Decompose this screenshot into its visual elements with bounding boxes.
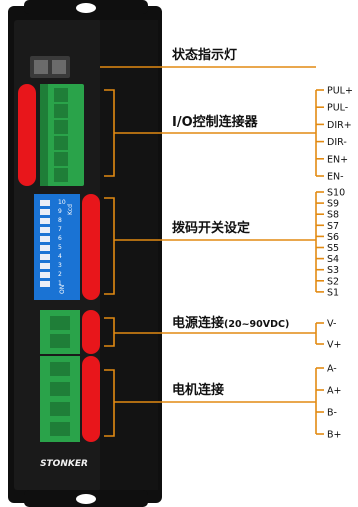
motor-pin-strip [82, 356, 100, 442]
io-pin-label: DIR+ [327, 120, 352, 131]
dip-switch-label: 拨码开关设定 [172, 220, 250, 236]
power-connector [40, 310, 80, 354]
dip-switch-number: 7 [58, 226, 62, 233]
motor-pin-labels: A- A+ B- B+ [316, 364, 341, 441]
power-pin-labels: V- V+ [316, 319, 341, 351]
dip-switch-header: ON [59, 285, 66, 294]
motor-connector [40, 356, 80, 442]
dip-switch-number: 4 [58, 253, 62, 260]
motor-pin-label: B+ [327, 430, 341, 441]
dip-switch-number: 5 [58, 244, 62, 251]
dip-switch-number: 2 [58, 271, 62, 278]
dip-pin-strip [82, 194, 100, 300]
dip-switch-number: 9 [58, 208, 62, 215]
io-pin-labels: PUL+ PUL- DIR+ DIR- EN+ EN- [316, 86, 353, 183]
status-indicator-label: 状态指示灯 [172, 47, 237, 63]
io-pin-label: PUL+ [327, 86, 353, 97]
dip-switch-number: 6 [58, 235, 62, 242]
dip-pin-label: S3 [327, 265, 339, 276]
dip-pin-label: S9 [327, 199, 339, 210]
power-pin-label: V+ [327, 340, 341, 351]
io-pin-label: DIR- [327, 137, 347, 148]
io-pin-label: EN- [327, 172, 344, 183]
motor-pin-label: B- [327, 408, 337, 419]
io-connector-label: I/O控制连接器 [172, 114, 259, 130]
dip-pin-label: S6 [327, 232, 339, 243]
dip-switch-tag: Kcd [67, 204, 74, 215]
power-pin-strip [82, 310, 100, 354]
motor-pin-label: A+ [327, 386, 341, 397]
dip-switch-block: Kcd ON 1 2 3 4 5 6 7 8 9 10 [34, 194, 80, 300]
brand-logo: STONKER [40, 459, 88, 469]
dip-switch-number: 3 [58, 262, 62, 269]
dip-switch-number: 1 [58, 280, 62, 287]
io-pin-strip [18, 84, 36, 186]
motor-connection-label: 电机连接 [172, 382, 224, 398]
power-pin-label: V- [327, 319, 336, 330]
dip-pin-label: S10 [327, 188, 345, 199]
dip-pin-label: S4 [327, 254, 339, 265]
dip-switch-number: 10 [58, 199, 66, 206]
dip-switch-number: 8 [58, 217, 62, 224]
power-label: 电源连接(20~90VDC) [172, 315, 289, 331]
dip-pin-label: S1 [327, 287, 339, 298]
status-led-panel [30, 56, 70, 78]
dip-pin-label: S5 [327, 243, 339, 254]
dip-pin-label: S7 [327, 221, 339, 232]
io-connector [40, 84, 84, 186]
motor-pin-label: A- [327, 364, 337, 375]
io-pin-label: PUL- [327, 103, 348, 114]
dip-pin-label: S8 [327, 210, 339, 221]
dip-switch-numbers: 1 2 3 4 5 6 7 8 9 10 [58, 199, 66, 287]
io-pin-label: EN+ [327, 154, 348, 165]
dip-pin-label: S2 [327, 276, 339, 287]
